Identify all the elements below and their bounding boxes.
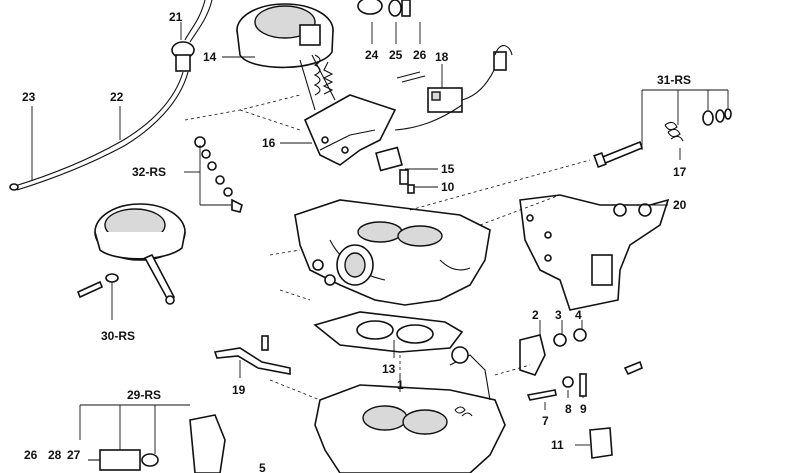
callout-30-rs: 30-RS xyxy=(101,329,135,343)
callout-7: 7 xyxy=(542,414,549,428)
callout-17: 10 xyxy=(441,180,455,194)
vacuum-unit-top xyxy=(9,0,426,191)
callout-18: 18 xyxy=(435,50,449,64)
callout-24: 24 xyxy=(365,48,379,62)
callout-20: 20 xyxy=(673,198,687,212)
callout-13: 13 xyxy=(382,362,396,376)
callout-8: 8 xyxy=(565,402,572,416)
callout-23: 23 xyxy=(22,90,36,104)
gasket-13 xyxy=(313,311,464,353)
leader-lines xyxy=(31,22,729,454)
callout-32-rs: 32-RS xyxy=(132,165,166,179)
callout-16: 16 xyxy=(262,136,276,150)
shaft-assembly-31 xyxy=(593,108,732,169)
callout-1: 1 xyxy=(397,378,404,392)
callout-4: 4 xyxy=(575,308,582,322)
callout-26-bottom: 26 xyxy=(24,448,38,462)
callout-22: 22 xyxy=(110,90,124,104)
lever-parts xyxy=(519,328,643,401)
carburetor-lower-body xyxy=(314,346,613,473)
callout-26-top: 26 xyxy=(413,48,427,62)
carburetor-upper-body xyxy=(294,199,491,306)
bracket-19 xyxy=(213,335,291,375)
callout-21: 21 xyxy=(169,10,183,24)
assembly-29 xyxy=(88,414,226,473)
washers-32 xyxy=(194,136,243,213)
connector-18 xyxy=(394,45,513,131)
callout-2: 2 xyxy=(532,308,539,322)
callout-11: 11 xyxy=(551,438,564,452)
callout-3: 3 xyxy=(555,308,562,322)
bracket-16 xyxy=(303,94,415,194)
callout-28: 28 xyxy=(48,448,62,462)
callout-15: 15 xyxy=(441,162,455,176)
vacuum-unit-30 xyxy=(76,203,186,305)
callout-19: 19 xyxy=(232,383,246,397)
callout-25: 25 xyxy=(389,48,403,62)
callout-29-rs: 29-RS xyxy=(127,388,161,402)
callout-labels: 21 14 24 25 26 18 23 22 31-RS 16 15 32-R… xyxy=(22,10,691,473)
callout-10: 17 xyxy=(673,165,687,179)
callout-9: 9 xyxy=(580,402,587,416)
bracket-20 xyxy=(519,194,670,311)
callout-14: 14 xyxy=(203,50,217,64)
callout-5: 5 xyxy=(259,461,266,473)
callout-27: 27 xyxy=(67,448,81,462)
callout-31-rs: 31-RS xyxy=(657,73,691,87)
